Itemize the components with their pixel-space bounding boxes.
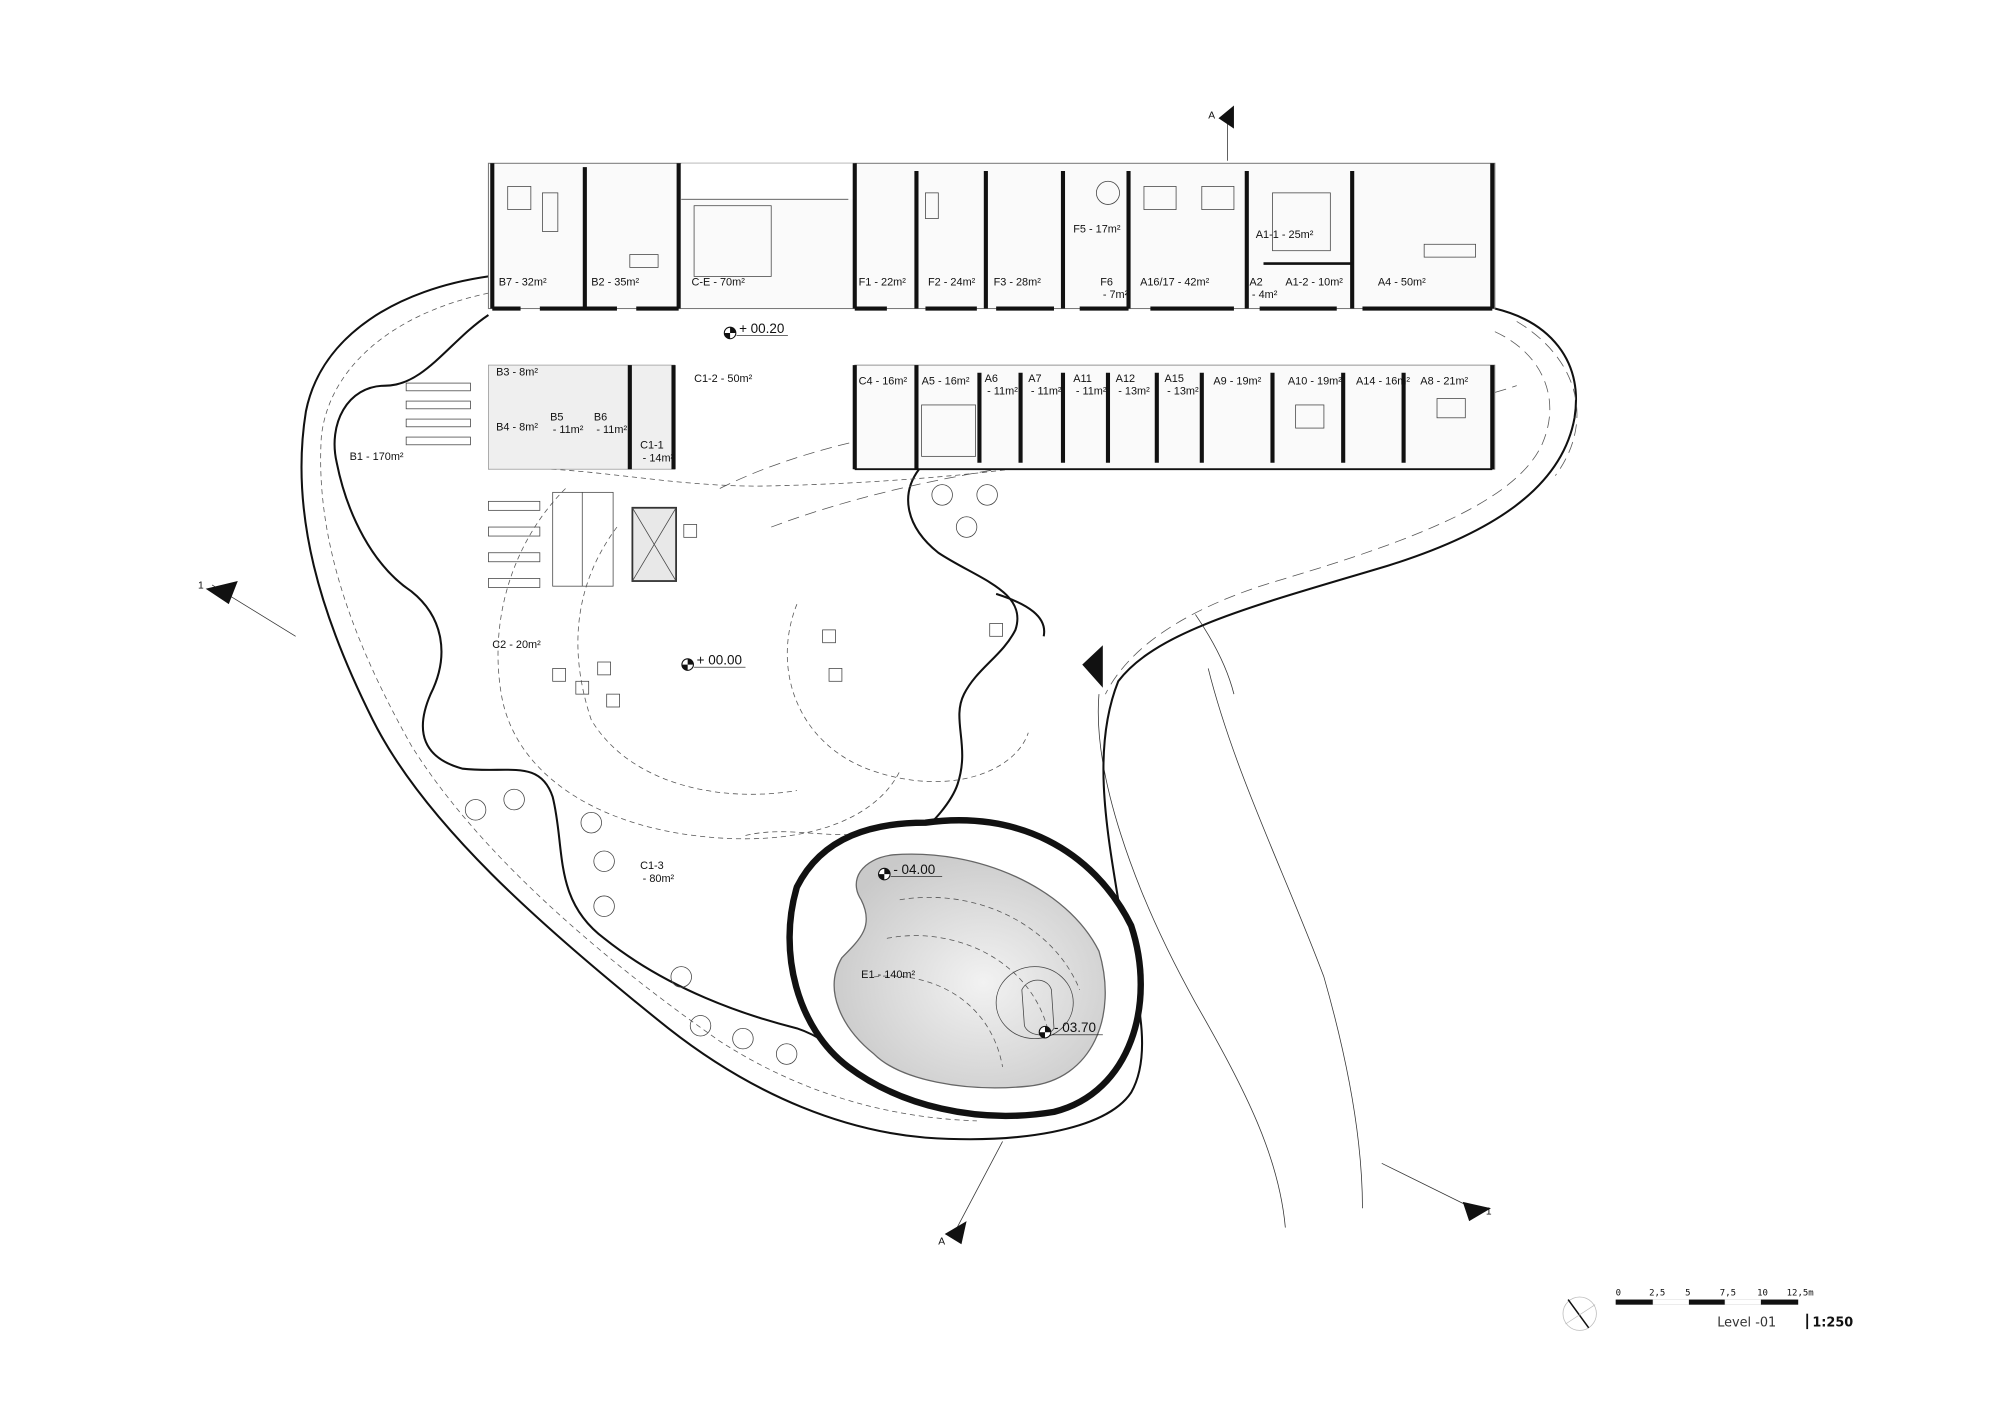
room-label: C4 - 16m² (859, 375, 908, 387)
room-label: - 11m² (596, 424, 627, 436)
room-label: - 11m² (553, 424, 584, 436)
room-label: C1-2 - 50m² (694, 373, 753, 385)
stair-core (552, 491, 677, 587)
room-label: B7 - 32m² (499, 276, 547, 288)
garden-wall (995, 592, 1046, 637)
room-label: B1 - 170m² (350, 451, 404, 463)
room-label: A1-1 - 25m² (1256, 229, 1314, 241)
section-a-top-arrow (1218, 105, 1234, 129)
scale-tick: 0 (1616, 1289, 1621, 1299)
room-label: A15 (1165, 373, 1184, 385)
room-label: - 7m² (1103, 289, 1129, 301)
scale-tick-labels: 0 2,5 5 7,5 10 12,5m (1616, 1289, 1814, 1299)
room-label: F2 - 24m² (928, 276, 976, 288)
inner-wall (333, 314, 875, 1081)
level-value: - 03.70 (1054, 1020, 1096, 1035)
room-labels: B7 - 32m² B2 - 35m² C-E - 70m² F1 - 22m² F2 … (350, 224, 1469, 982)
room-label: C1-1 (640, 440, 664, 452)
level-title: Level -01 (1717, 1316, 1776, 1331)
room-label: B3 - 8m² (496, 366, 538, 378)
section-1-right-label: 1 (1486, 1207, 1492, 1218)
level-markers: + 00.20 + 00.00 - 04.00 - 03.70 (681, 321, 1103, 1039)
room-label: A12 (1116, 373, 1135, 385)
room-label: B2 - 35m² (591, 276, 639, 288)
room-label: A14 - 16m² (1356, 375, 1410, 387)
room-label: E1 - 140m² (861, 969, 915, 981)
b1-shelves (405, 382, 541, 588)
entrance-arrow (1082, 645, 1103, 688)
level-marker: - 04.00 (878, 862, 943, 881)
drawing-scale: 1:250 (1812, 1316, 1853, 1331)
room-label: A10 - 19m² (1288, 375, 1342, 387)
level-marker: + 00.00 (681, 653, 746, 671)
room-label: C2 - 20m² (492, 639, 541, 651)
room-label: A7 (1028, 373, 1041, 385)
section-1-left-label: 1 (198, 581, 204, 592)
room-label: A9 - 19m² (1213, 375, 1261, 387)
section-a-bottom-label: A (938, 1236, 945, 1247)
road (1097, 614, 1363, 1228)
section-a-bottom-arrow (944, 1221, 967, 1245)
room-label: F6 (1100, 276, 1113, 288)
room-label: C-E - 70m² (692, 276, 746, 288)
building-bottom-block (488, 364, 1496, 471)
room-label: A4 - 50m² (1378, 276, 1426, 288)
room-label: A11 (1073, 373, 1092, 385)
level-marker: + 00.20 (723, 321, 788, 340)
room-label: - 13m² (1167, 386, 1199, 398)
scale-tick: 7,5 (1720, 1289, 1736, 1299)
arena-e1 (786, 817, 1144, 1120)
room-label: - 4m² (1252, 289, 1278, 301)
north-arrow-icon (1562, 1296, 1597, 1331)
room-label: C1-3 (640, 860, 664, 872)
level-value: + 00.20 (739, 321, 784, 336)
level-marker: - 03.70 (1038, 1020, 1103, 1039)
room-label: A6 (985, 373, 998, 385)
room-label: - 14m² (643, 452, 675, 464)
room-label: F5 - 17m² (1073, 224, 1121, 236)
room-label: B6 (594, 411, 607, 423)
seating-cubes (552, 524, 1003, 708)
inner-wall-east (907, 468, 1019, 837)
room-label: - 80m² (643, 873, 675, 885)
scale-tick: 5 (1685, 1289, 1690, 1299)
level-value: + 00.00 (697, 653, 742, 668)
level-value: - 04.00 (893, 862, 935, 877)
site-outline (300, 275, 1578, 1141)
room-label: A1-2 - 10m² (1285, 276, 1343, 288)
room-label: B5 (550, 411, 563, 423)
scale-tick: 10 (1757, 1289, 1768, 1299)
room-label: - 13m² (1118, 386, 1150, 398)
section-1-right-arrow (1462, 1201, 1492, 1222)
section-markers: A A 1 1 (198, 105, 1492, 1247)
room-label: - 11m² (987, 386, 1018, 398)
room-label: - 11m² (1076, 386, 1107, 398)
scale-tick: 2,5 (1649, 1289, 1665, 1299)
scale-tick: 12,5m (1787, 1289, 1814, 1299)
room-label: A5 - 16m² (922, 375, 970, 387)
room-label: A2 (1249, 276, 1262, 288)
section-1-left-arrow (205, 581, 238, 605)
section-a-top-label: A (1208, 110, 1215, 121)
room-label: F1 - 22m² (859, 276, 907, 288)
room-label: - 11m² (1031, 386, 1062, 398)
legend: 0 2,5 5 7,5 10 12,5m Level -01 1:250 (1562, 1289, 1853, 1331)
scale-bar (1615, 1299, 1799, 1305)
room-label: B4 - 8m² (496, 422, 538, 434)
building-top-block (487, 162, 1496, 311)
room-label: A16/17 - 42m² (1140, 276, 1209, 288)
outdoor-tables (464, 484, 998, 1065)
room-label: F3 - 28m² (994, 276, 1042, 288)
room-label: A8 - 21m² (1420, 375, 1468, 387)
